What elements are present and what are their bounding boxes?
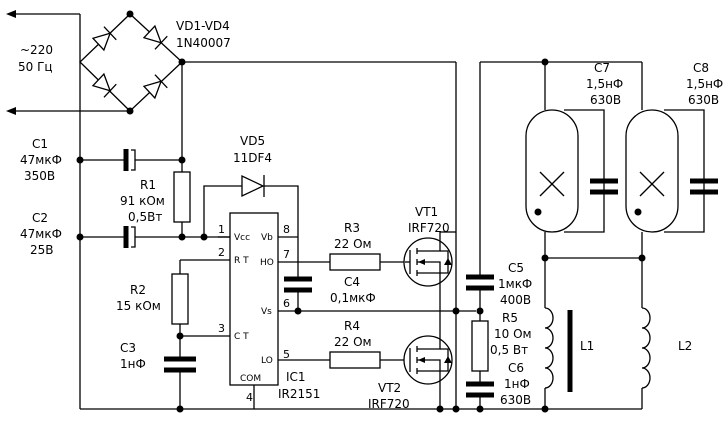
r2-value: 15 кОм bbox=[116, 299, 161, 313]
r1-power: 0,5Вт bbox=[128, 210, 162, 224]
right-network bbox=[480, 58, 718, 413]
capacitor-c5 bbox=[466, 62, 494, 315]
vt1-type: IRF720 bbox=[408, 221, 450, 235]
ic-pin-ho: HO bbox=[260, 258, 274, 268]
ic-pin-com: COM bbox=[240, 374, 261, 384]
ic-pin-vcc: Vcc bbox=[234, 233, 250, 243]
c4-name: C4 bbox=[344, 275, 360, 289]
c2-voltage: 25В bbox=[30, 243, 54, 257]
capacitor-c3 bbox=[164, 356, 196, 413]
ic-pin-num-6: 6 bbox=[283, 297, 290, 310]
vd5-type: 11DF4 bbox=[233, 151, 272, 165]
c8-voltage: 630В bbox=[688, 93, 719, 107]
c7-value: 1,5нФ bbox=[586, 77, 623, 91]
c5-voltage: 400В bbox=[500, 293, 531, 307]
ic-pin-num-8: 8 bbox=[283, 223, 290, 236]
bridge-type: 1N40007 bbox=[176, 36, 231, 50]
c7-name: C7 bbox=[594, 61, 610, 75]
r1-value: 91 кОм bbox=[120, 194, 165, 208]
input-label-frequency: 50 Гц bbox=[18, 60, 53, 74]
capacitor-c2 bbox=[76, 226, 230, 248]
c8-name: C8 bbox=[693, 61, 709, 75]
r1-name: R1 bbox=[140, 178, 156, 192]
r5-value: 10 Ом bbox=[494, 327, 532, 341]
c5-value: 1мкФ bbox=[498, 277, 532, 291]
diode-vd5 bbox=[203, 174, 299, 237]
ic1-chip bbox=[180, 212, 476, 409]
c6-value: 1нФ bbox=[504, 377, 530, 391]
vt2-name: VT2 bbox=[378, 381, 401, 395]
capacitor-c4 bbox=[284, 237, 312, 311]
ic-pin-num-5: 5 bbox=[283, 348, 290, 361]
c2-name: C2 bbox=[32, 211, 48, 225]
ic1-name: IC1 bbox=[286, 370, 306, 384]
c1-voltage: 350В bbox=[24, 169, 55, 183]
ic-pin-num-4: 4 bbox=[246, 391, 253, 404]
c2-value: 47мкФ bbox=[20, 227, 62, 241]
capacitor-c1 bbox=[76, 149, 186, 171]
ic-pin-num-1: 1 bbox=[218, 223, 225, 236]
ic-pin-lo: LO bbox=[261, 356, 273, 366]
c6-voltage: 630В bbox=[500, 393, 531, 407]
r4-name: R4 bbox=[344, 319, 360, 333]
c1-value: 47мкФ bbox=[20, 153, 62, 167]
c8-value: 1,5нФ bbox=[686, 77, 723, 91]
ic-pin-num-2: 2 bbox=[218, 246, 225, 259]
r3-name: R3 bbox=[344, 221, 360, 235]
rails bbox=[79, 61, 642, 413]
c6-name: C6 bbox=[508, 361, 524, 375]
mains-input bbox=[6, 10, 80, 115]
r5-power: 0,5 Вт bbox=[490, 343, 528, 357]
resistor-r5 bbox=[471, 311, 489, 382]
c1-name: C1 bbox=[32, 137, 48, 151]
resistor-r2 bbox=[171, 260, 189, 357]
resistor-r4 bbox=[329, 351, 405, 369]
capacitor-c6 bbox=[466, 381, 494, 413]
ic-pin-vb: Vb bbox=[261, 233, 273, 243]
ic-pin-num-3: 3 bbox=[218, 322, 225, 335]
ic-pin-ct: C T bbox=[234, 332, 249, 342]
vt1-name: VT1 bbox=[415, 205, 438, 219]
c5-name: C5 bbox=[508, 261, 524, 275]
c3-name: C3 bbox=[120, 341, 136, 355]
diode-bridge bbox=[79, 10, 186, 115]
vt2-type: IRF720 bbox=[368, 397, 410, 411]
mosfet-vt1 bbox=[403, 231, 456, 311]
mosfet-vt2 bbox=[403, 307, 460, 413]
ic-pin-vs: Vs bbox=[261, 307, 272, 317]
c3-value: 1нФ bbox=[120, 357, 146, 371]
c7-voltage: 630В bbox=[590, 93, 621, 107]
r4-value: 22 Ом bbox=[334, 335, 372, 349]
r5-name: R5 bbox=[502, 311, 518, 325]
resistor-r1 bbox=[173, 160, 191, 241]
ic-pin-rt: R T bbox=[234, 256, 249, 266]
bridge-name: VD1-VD4 bbox=[176, 19, 230, 33]
vd5-name: VD5 bbox=[240, 134, 265, 148]
l1-name: L1 bbox=[580, 339, 594, 353]
ic1-type: IR2151 bbox=[278, 387, 320, 401]
resistor-r3 bbox=[329, 253, 405, 271]
l2-name: L2 bbox=[678, 339, 692, 353]
ic-pin-num-7: 7 bbox=[283, 248, 290, 261]
r2-name: R2 bbox=[130, 283, 146, 297]
r3-value: 22 Ом bbox=[334, 237, 372, 251]
input-label-voltage: ~220 bbox=[20, 43, 53, 57]
c4-value: 0,1мкФ bbox=[330, 291, 376, 305]
